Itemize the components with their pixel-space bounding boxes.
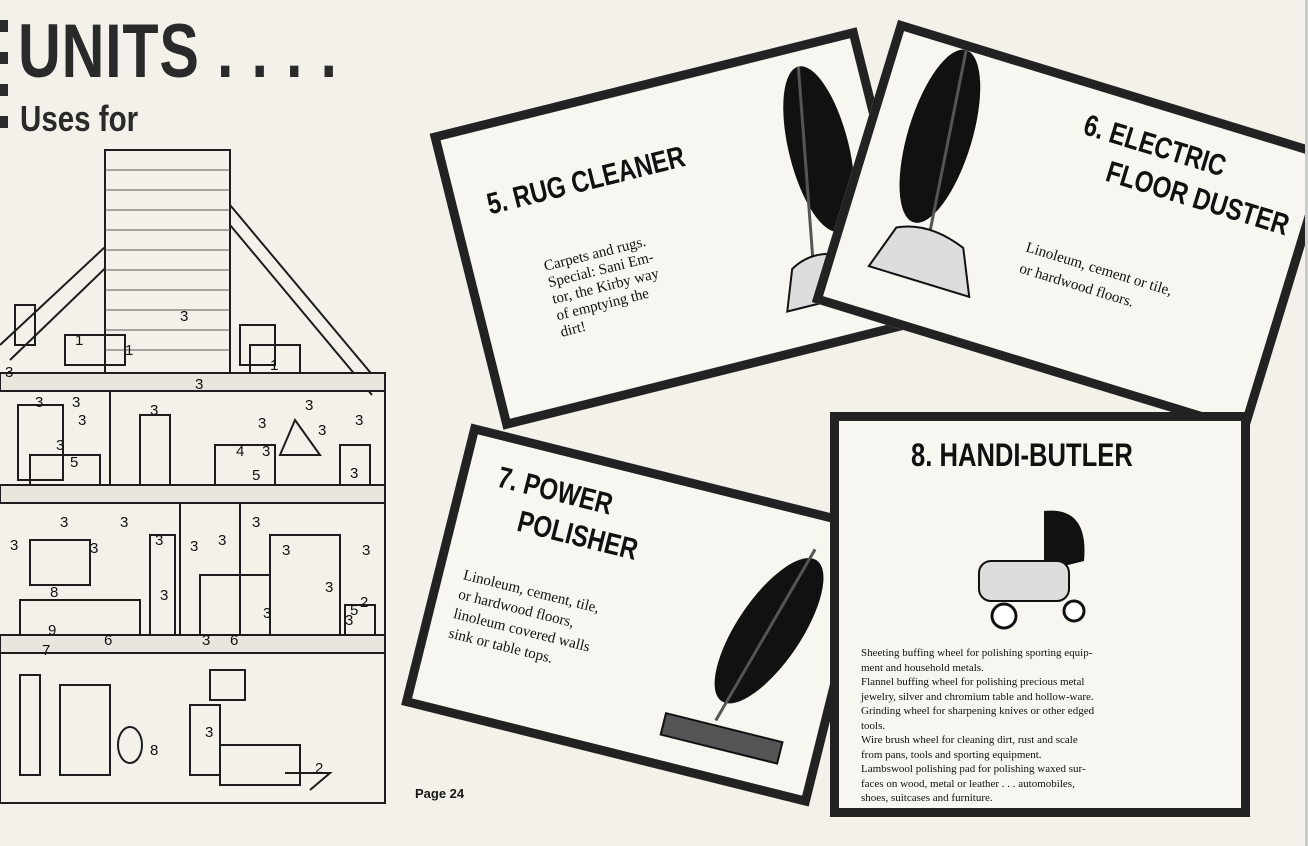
house-unit-label: 3 [345, 612, 353, 629]
house-unit-label: 3 [205, 724, 213, 741]
house-unit-label: 3 [325, 579, 333, 596]
house-unit-label: 3 [252, 514, 260, 531]
house-unit-label: 3 [120, 514, 128, 531]
house-unit-label: 3 [202, 632, 210, 649]
house-unit-label: 3 [350, 465, 358, 482]
card-handi-butler: 8. HANDI-BUTLER Sheeting buffing wheel f… [830, 412, 1250, 817]
house-unit-label: 3 [56, 437, 64, 454]
house-unit-label: 3 [60, 514, 68, 531]
house-unit-label: 3 [160, 587, 168, 604]
house-unit-label: 3 [218, 532, 226, 549]
house-unit-label: 3 [180, 308, 188, 325]
page-number: Page 24 [415, 786, 465, 801]
house-unit-label: 6 [230, 632, 238, 649]
page-edge [1305, 0, 1308, 846]
house-unit-label: 3 [258, 415, 266, 432]
page-subtitle: Uses for [20, 98, 139, 139]
house-unit-label: 7 [42, 642, 50, 659]
floor-duster-vacuum-image [867, 49, 981, 299]
card-description: Carpets and rugs. Special: Sani Em- tor,… [542, 233, 661, 341]
house-unit-label: 2 [315, 760, 323, 777]
house-unit-label: 1 [75, 332, 83, 349]
house-unit-label: 3 [195, 376, 203, 393]
house-unit-label: 2 [360, 594, 368, 611]
house-unit-label: 3 [5, 364, 13, 381]
card-power-polisher: 7. POWER POLISHER Linoleum, cement, tile… [401, 423, 879, 807]
house-unit-label: 9 [48, 622, 56, 639]
house-unit-label: 3 [90, 540, 98, 557]
page-edge-marks [0, 20, 8, 140]
house-unit-label: 3 [318, 422, 326, 439]
house-unit-label: 3 [155, 532, 163, 549]
house-unit-label: 3 [263, 605, 271, 622]
power-polisher-vacuum-image [659, 548, 824, 765]
house-unit-label: 1 [125, 342, 133, 359]
house-unit-label: 6 [104, 632, 112, 649]
house-unit-label: 3 [282, 542, 290, 559]
card-description: Linoleum, cement, tile, or hardwood floo… [446, 567, 601, 667]
house-unit-label: 8 [50, 584, 58, 601]
house-unit-label: 5 [252, 467, 260, 484]
card-description: Sheeting buffing wheel for polishing spo… [861, 647, 1095, 804]
house-unit-label: 5 [70, 454, 78, 471]
card-title: 5. RUG CLEANER [483, 140, 689, 222]
house-unit-label: 3 [190, 538, 198, 555]
house-unit-label: 3 [150, 402, 158, 419]
handi-butler-image [978, 510, 1086, 630]
house-unit-label: 5 [350, 602, 358, 619]
house-unit-label: 3 [10, 537, 18, 554]
house-unit-label: 4 [236, 443, 244, 460]
card-electric-floor-duster: 6. ELECTRIC FLOOR DUSTER Linoleum, cemen… [811, 19, 1308, 436]
card-description: Linoleum, cement or tile, or hardwood fl… [1017, 239, 1174, 311]
house-unit-label: 3 [78, 412, 86, 429]
house-unit-label: 1 [270, 357, 278, 374]
house-unit-label: 3 [362, 542, 370, 559]
card-title: 8. HANDI-BUTLER [911, 437, 1133, 473]
house-unit-label: 3 [35, 394, 43, 411]
house-unit-label: 3 [72, 394, 80, 411]
house-unit-label: 3 [262, 443, 270, 460]
page-title: UNITS . . . . [18, 9, 338, 94]
house-unit-label: 3 [305, 397, 313, 414]
house-unit-label: 8 [150, 742, 158, 759]
house-unit-label: 3 [355, 412, 363, 429]
